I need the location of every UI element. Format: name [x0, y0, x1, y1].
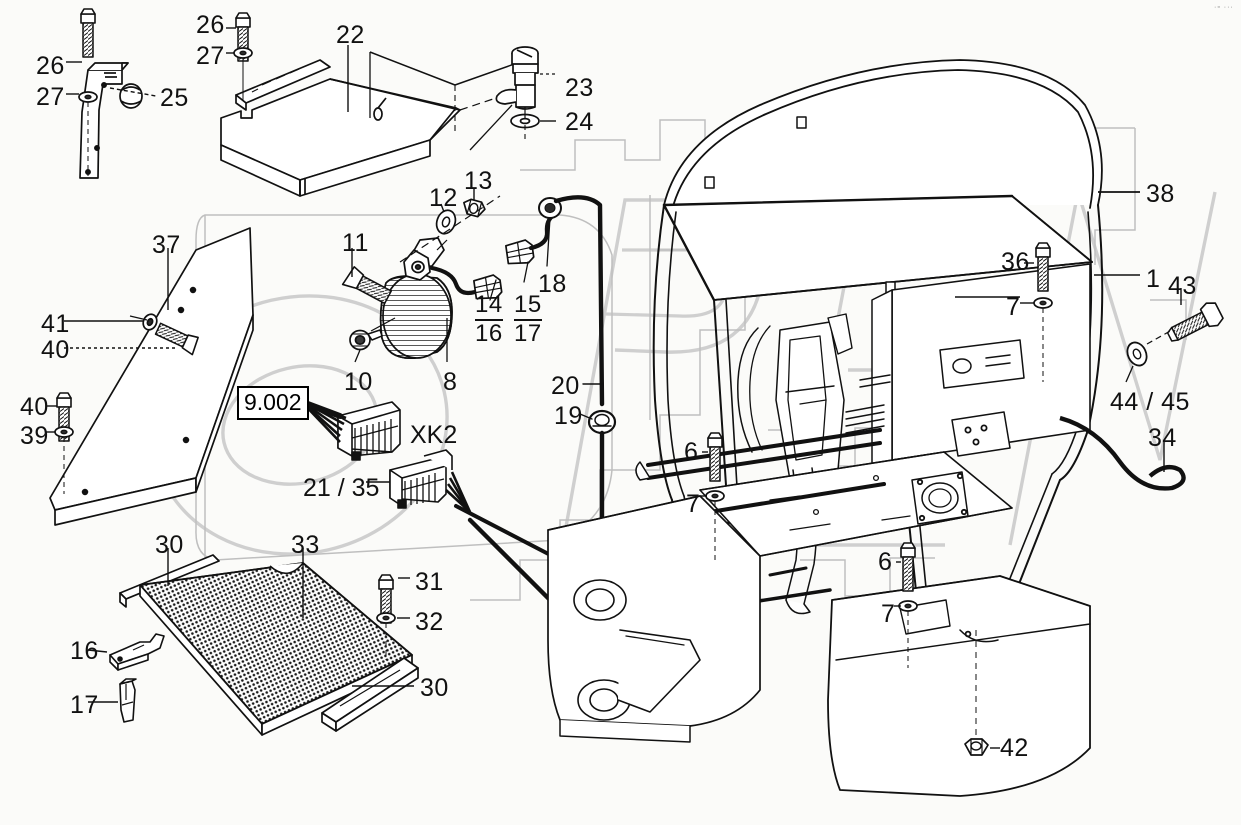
callout-37: 37 [152, 231, 181, 259]
callout-7-lower: 7 [881, 600, 896, 628]
callout-22: 22 [336, 21, 365, 49]
callout-43: 43 [1168, 272, 1197, 300]
callout-42: 42 [1000, 734, 1029, 762]
part-33-floor-mat [119, 548, 419, 736]
callout-23: 23 [565, 74, 594, 102]
callout-25: 25 [160, 84, 189, 112]
callout-26-left: 26 [36, 52, 65, 80]
callout-33: 33 [291, 531, 320, 559]
callout-17: 17 [70, 691, 99, 719]
part-8-work-lamp [341, 188, 501, 363]
callout-16: 16 [475, 319, 503, 347]
callout-6-upper: 6 [684, 438, 699, 466]
callout-7-upper: 7 [686, 490, 701, 518]
part-25-bracket-assembly [66, 8, 157, 179]
callout-17: 17 [514, 319, 542, 347]
callout-15: 15 [514, 291, 542, 318]
callout-18: 18 [538, 270, 567, 298]
callout-30-lower: 30 [420, 674, 449, 702]
callout-39: 39 [20, 422, 49, 450]
callout-16: 16 [70, 637, 99, 665]
corner-mark: ·▫ ··· [1214, 4, 1234, 11]
callout-14-over-16: 14 16 [475, 291, 503, 347]
connector-21-35 [366, 449, 472, 513]
callout-19: 19 [554, 402, 583, 430]
callout-36: 36 [1001, 248, 1030, 276]
callout-40-lower: 40 [20, 393, 49, 421]
callout-38: 38 [1146, 180, 1175, 208]
callout-27-top: 27 [196, 42, 225, 70]
part-23-switch [469, 46, 556, 151]
callout-30-upper: 30 [155, 531, 184, 559]
callout-41: 41 [41, 310, 70, 338]
callout-13: 13 [464, 167, 493, 195]
callout-24: 24 [565, 108, 594, 136]
callout-8: 8 [443, 368, 458, 396]
part-16-clip [87, 633, 165, 671]
part-22-cover-panel [220, 12, 536, 197]
callout-34: 34 [1148, 424, 1177, 452]
part-37-side-panel [46, 227, 254, 526]
callout-31: 31 [415, 568, 444, 596]
fraction-bar [475, 318, 503, 321]
connector-21-35-label: 21 / 35 [303, 474, 380, 502]
callout-40-upper: 40 [41, 336, 70, 364]
callout-10: 10 [344, 368, 373, 396]
callout-1: 1 [1146, 265, 1161, 293]
callout-27-left: 27 [36, 83, 65, 111]
callout-20: 20 [551, 372, 580, 400]
callout-44-45: 44 / 45 [1110, 388, 1190, 416]
fraction-bar [514, 318, 542, 321]
reference-box-9002[interactable]: 9.002 [237, 386, 309, 420]
callout-11: 11 [342, 229, 369, 257]
callout-14: 14 [475, 291, 503, 318]
callout-6-lower: 6 [878, 548, 893, 576]
part-17-pin [88, 678, 137, 723]
callout-15-over-17: 15 17 [514, 291, 542, 347]
connector-xk2-label: XK2 [410, 421, 458, 449]
callout-32: 32 [415, 608, 444, 636]
machine-cab-assembly [547, 59, 1104, 797]
right-fasteners [700, 191, 1224, 756]
callout-12: 12 [429, 184, 458, 212]
callout-26-top: 26 [196, 11, 225, 39]
callout-7-right: 7 [1006, 293, 1021, 321]
